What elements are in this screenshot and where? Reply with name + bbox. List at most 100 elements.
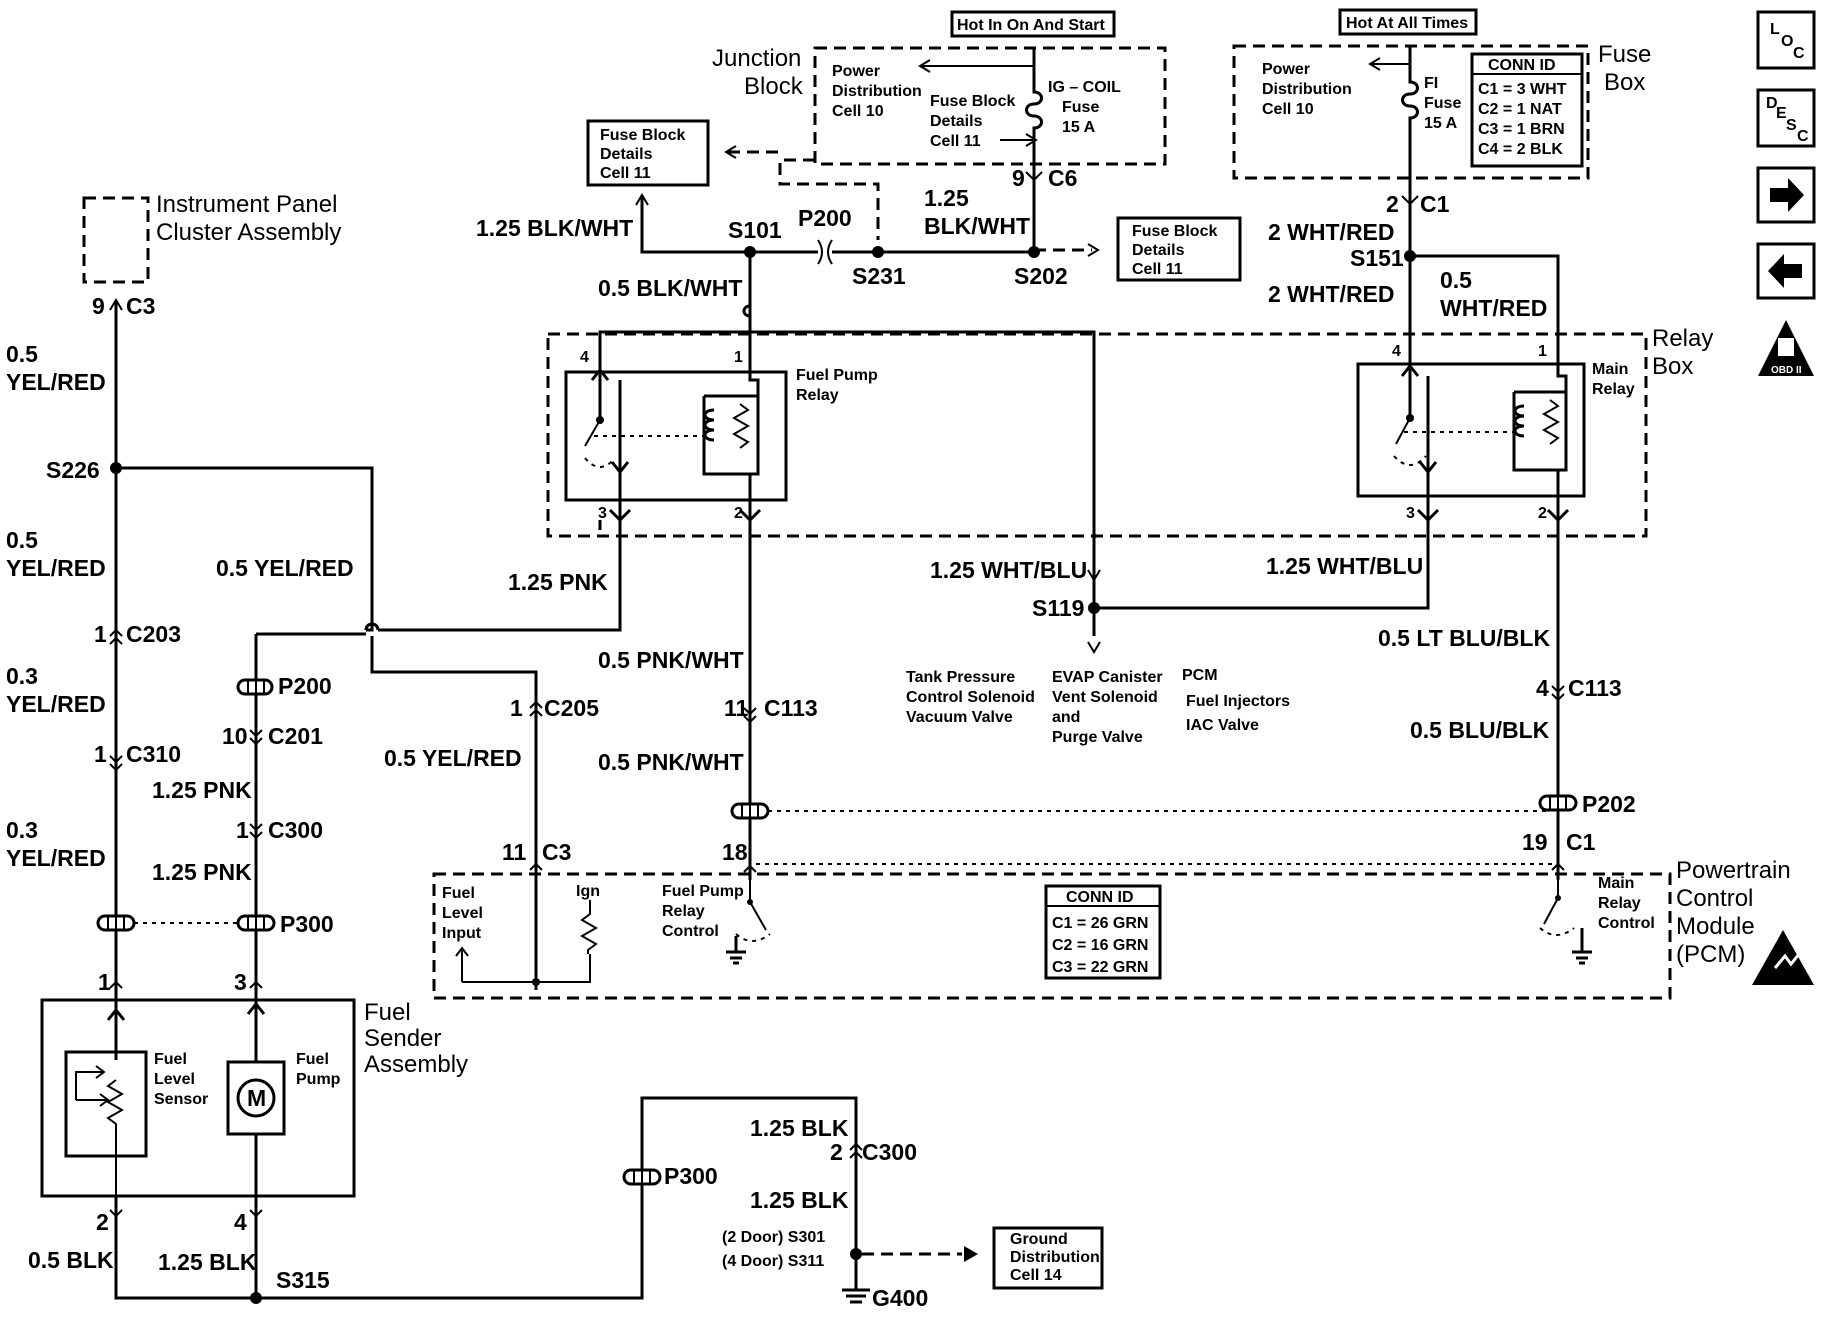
g400-label: G400 <box>872 1285 928 1311</box>
junction-block-outline <box>813 46 1167 166</box>
s202-label: S202 <box>1014 263 1068 289</box>
pcm-outline <box>432 872 1672 1000</box>
fp-relay-pin4: 4 <box>580 349 589 366</box>
pcm-label-2: Control <box>1676 885 1753 912</box>
p202-left-splice <box>730 802 770 820</box>
wire-label-wht-blu-b: 1.25 WHT/BLU <box>1266 553 1423 579</box>
c3b-connector <box>529 862 543 871</box>
c300b-pin: 2 <box>830 1139 843 1165</box>
s231-node <box>872 246 884 258</box>
svg-text:CONN ID: CONN ID <box>1488 57 1556 74</box>
jb-power-dist-3: Cell 10 <box>832 103 884 120</box>
c3b-label: C3 <box>542 839 571 865</box>
fuse-box-label-2: Box <box>1604 69 1645 96</box>
jb-power-dist-2: Distribution <box>832 83 922 100</box>
load-evap-1: EVAP Canister <box>1052 669 1163 686</box>
relay-box-outline <box>546 332 1648 538</box>
wire-label-pnk-125b: 1.25 PNK <box>152 777 252 803</box>
c310-label: C310 <box>126 741 181 767</box>
obd-ii-icon: OBD II <box>1758 320 1814 376</box>
g400-ground-symbol <box>842 1268 870 1304</box>
ipc-label-2: Cluster Assembly <box>156 219 341 246</box>
fp-relay-label-2: Relay <box>796 387 839 404</box>
junction-block-label-2: Block <box>744 73 804 100</box>
fuse-block-details-left[interactable]: Fuse Block Details Cell 11 <box>586 119 710 187</box>
ig-fuse-1: IG – COIL <box>1048 79 1121 96</box>
motor-m: M <box>247 1085 266 1111</box>
wire-label-yel-red-05a-2: YEL/RED <box>6 369 106 395</box>
c1b-connector <box>1551 862 1565 871</box>
s119-down-arrow <box>1087 641 1101 654</box>
wire-s226-hop <box>364 622 380 631</box>
wire-label-yel-red-03b-2: YEL/RED <box>6 845 106 871</box>
wire-label-blk-05: 0.5 BLK <box>28 1247 114 1273</box>
fuse-block-details-right[interactable]: Fuse Block Details Cell 11 <box>1116 216 1242 282</box>
svg-text:Cell 14: Cell 14 <box>1010 1267 1062 1284</box>
c113b-connector <box>1551 685 1565 702</box>
wire-label-blu-blk: 0.5 BLU/BLK <box>1410 717 1550 743</box>
load-pcm-3: IAC Valve <box>1186 717 1259 734</box>
wire-label-blk-wht-125-left: 1.25 BLK/WHT <box>476 215 633 241</box>
next-page-button[interactable] <box>1756 166 1816 224</box>
c3b-pin: 11 <box>502 839 527 865</box>
load-evap-2: Vent Solenoid <box>1052 689 1158 706</box>
load-tank-2: Control Solenoid <box>906 689 1035 706</box>
s101-label: S101 <box>728 217 782 243</box>
svg-text:CONN ID: CONN ID <box>1066 889 1134 906</box>
jb-fuse-details-1: Fuse Block <box>930 93 1015 110</box>
wire-label-pnk-125c: 1.25 PNK <box>152 859 252 885</box>
previous-page-button[interactable] <box>1756 242 1816 300</box>
wire-label-yel-red-05a-1: 0.5 <box>6 341 38 367</box>
svg-text:Hot In On And Start: Hot In On And Start <box>957 17 1106 34</box>
c205-pin: 1 <box>510 695 523 721</box>
p300-left-splice <box>96 914 136 932</box>
blk-wht-up-arrow <box>635 193 649 206</box>
c1-top-label: C1 <box>1420 191 1450 217</box>
desc-e: E <box>1776 105 1787 122</box>
pcm-main-control-3: Control <box>1598 915 1655 932</box>
fuel-pump-motor: M <box>226 1000 286 1196</box>
pcm-main-relay-switch <box>1539 878 1592 965</box>
svg-text:Details: Details <box>1132 242 1185 259</box>
hot-all-label: Hot At All Times <box>1338 8 1478 36</box>
c300b-label: C300 <box>862 1139 917 1165</box>
hot-run-label: Hot In On And Start <box>950 10 1116 38</box>
svg-text:Fuse Block: Fuse Block <box>600 127 685 144</box>
junction-block-label-1: Junction <box>712 45 801 72</box>
sender-pin4: 4 <box>234 1209 247 1235</box>
relay-box-label-1: Relay <box>1652 325 1713 352</box>
c205-label: C205 <box>544 695 599 721</box>
ground-distribution-cell[interactable]: Ground Distribution Cell 14 <box>992 1226 1104 1290</box>
p300b-splice <box>622 1168 662 1186</box>
jb-fuse-details-3: Cell 11 <box>930 133 981 150</box>
s311-label: (4 Door) S311 <box>722 1253 824 1270</box>
fuse-box-label-1: Fuse <box>1598 41 1651 68</box>
s301-s311-node <box>850 1248 862 1260</box>
s151-label: S151 <box>1350 245 1404 271</box>
pcm-fuel-level-circuit <box>455 946 591 983</box>
main-relay-pin3: 3 <box>1406 505 1415 522</box>
c203-label: C203 <box>126 621 181 647</box>
load-pcm-1: PCM <box>1182 667 1218 684</box>
svg-text:C1 = 3 WHT: C1 = 3 WHT <box>1478 81 1567 98</box>
c203-connector <box>109 628 123 645</box>
loc-button[interactable]: L O C <box>1756 10 1816 70</box>
arrow-right-icon <box>1770 178 1804 212</box>
load-evap-3: and <box>1052 709 1080 726</box>
p300-label: P300 <box>280 911 334 937</box>
fp-relay-label-1: Fuel Pump <box>796 367 878 384</box>
svg-text:Ground: Ground <box>1010 1231 1068 1248</box>
load-pcm-2: Fuel Injectors <box>1186 693 1290 710</box>
relay-box-label-2: Box <box>1652 353 1693 380</box>
wire-label-yel-red-05b-1: 0.5 <box>6 527 38 553</box>
desc-d: D <box>1766 95 1778 112</box>
c1b-pin: 19 <box>1522 829 1548 855</box>
fb-power-arrow <box>1368 57 1410 71</box>
desc-button[interactable]: D E S C <box>1756 88 1816 148</box>
pcm-fpr-switch <box>726 878 771 965</box>
ground-dist-arrowhead <box>964 1246 978 1262</box>
wire-label-blk-125a: 1.25 BLK <box>158 1249 257 1275</box>
wire-label-blk-125c: 1.25 BLK <box>750 1187 849 1213</box>
main-relay <box>1356 352 1586 523</box>
wire-label-yel-red-05b-2: YEL/RED <box>6 555 106 581</box>
